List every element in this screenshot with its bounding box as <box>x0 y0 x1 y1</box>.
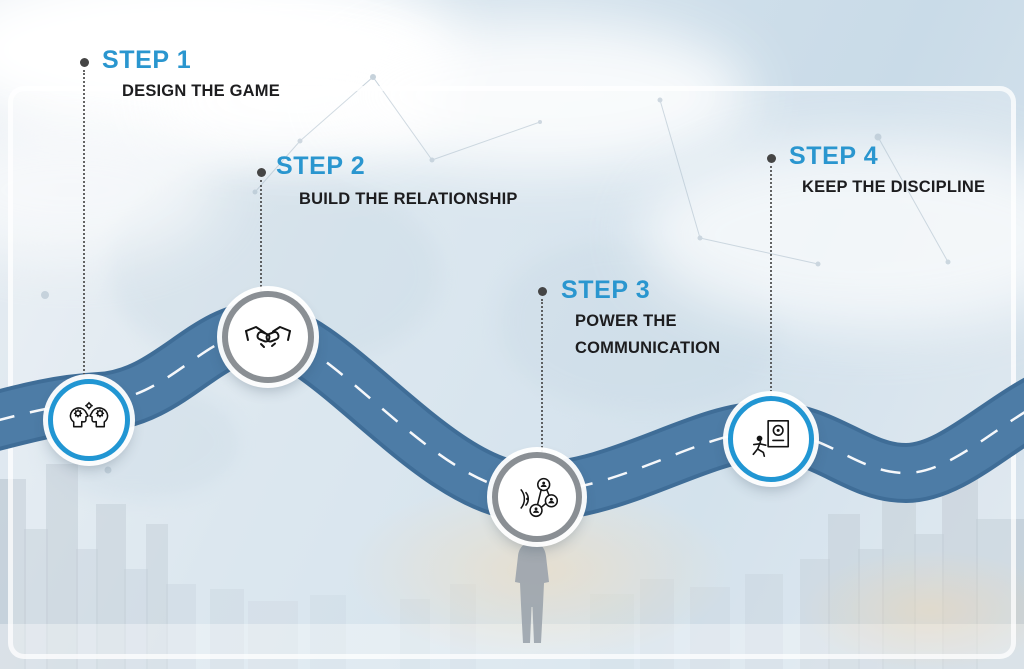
step-3-title: STEP 3 <box>561 276 651 304</box>
step-3-dot <box>538 287 547 296</box>
handshake-icon <box>245 326 291 348</box>
cloud <box>640 140 1024 330</box>
thinking-heads-icon <box>69 401 109 428</box>
step-4-desc: KEEP THE DISCIPLINE <box>802 178 986 196</box>
step-1-dot <box>80 58 89 67</box>
step-2-connector <box>260 180 262 291</box>
step-3-desc: POWER THE COMMUNICATION <box>575 312 721 357</box>
step-2-desc: BUILD THE RELATIONSHIP <box>299 190 518 208</box>
milestone-step-2 <box>222 291 314 383</box>
people-network-icon <box>520 477 559 518</box>
milestone-step-1 <box>48 379 130 461</box>
step-4-dot <box>767 154 776 163</box>
step-4-title: STEP 4 <box>789 142 879 170</box>
step-1-desc: DESIGN THE GAME <box>122 82 280 100</box>
step-1-title: STEP 1 <box>102 46 192 74</box>
cloud <box>330 20 750 170</box>
step-1-connector <box>83 70 85 379</box>
step-3-connector <box>541 299 543 452</box>
milestone-step-3 <box>492 452 582 542</box>
step-4-connector <box>770 166 772 396</box>
milestone-step-4 <box>728 396 814 482</box>
step-2-title: STEP 2 <box>276 152 366 180</box>
step-2-dot <box>257 168 266 177</box>
runner-certificate-icon <box>752 420 790 458</box>
